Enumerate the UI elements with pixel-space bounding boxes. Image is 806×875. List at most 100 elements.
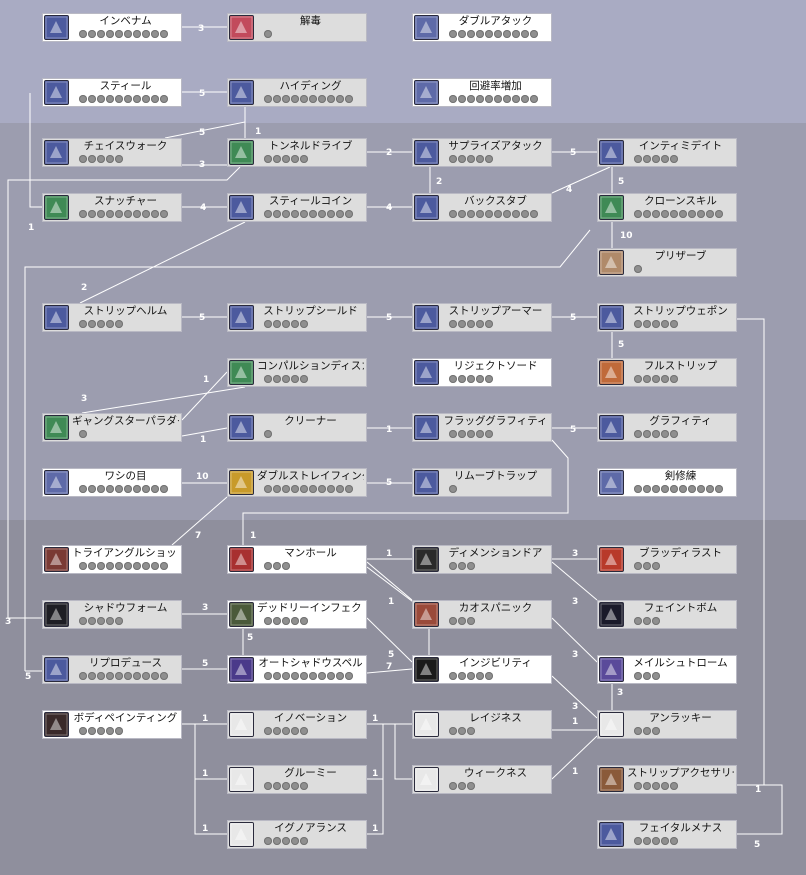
- level-dot[interactable]: [115, 155, 123, 163]
- level-dot[interactable]: [652, 320, 660, 328]
- level-dot[interactable]: [327, 210, 335, 218]
- level-dot[interactable]: [661, 837, 669, 845]
- level-dot[interactable]: [476, 320, 484, 328]
- level-dot[interactable]: [503, 30, 511, 38]
- level-dot[interactable]: [97, 617, 105, 625]
- level-dot[interactable]: [449, 155, 457, 163]
- level-dot[interactable]: [652, 485, 660, 493]
- level-dot[interactable]: [643, 727, 651, 735]
- level-dot[interactable]: [79, 430, 87, 438]
- level-dot[interactable]: [115, 485, 123, 493]
- level-dot[interactable]: [79, 95, 87, 103]
- level-dot[interactable]: [449, 320, 457, 328]
- level-dot[interactable]: [106, 672, 114, 680]
- level-dot[interactable]: [652, 430, 660, 438]
- level-dot[interactable]: [643, 562, 651, 570]
- skill-s49[interactable]: ストリップアクセサリー: [597, 765, 737, 794]
- level-dot[interactable]: [300, 672, 308, 680]
- level-dot[interactable]: [151, 562, 159, 570]
- level-dot[interactable]: [449, 210, 457, 218]
- level-dot[interactable]: [467, 95, 475, 103]
- level-dot[interactable]: [88, 155, 96, 163]
- skill-s33[interactable]: ディメンションドア: [412, 545, 552, 574]
- level-dot[interactable]: [530, 210, 538, 218]
- skill-s30[interactable]: 剣修練: [597, 468, 737, 497]
- level-dot[interactable]: [273, 375, 281, 383]
- level-dot[interactable]: [88, 562, 96, 570]
- skill-s31[interactable]: トライアングルショット: [42, 545, 182, 574]
- level-dot[interactable]: [97, 155, 105, 163]
- level-dot[interactable]: [652, 782, 660, 790]
- level-dot[interactable]: [530, 95, 538, 103]
- level-dot[interactable]: [79, 617, 87, 625]
- level-dot[interactable]: [88, 30, 96, 38]
- level-dot[interactable]: [476, 430, 484, 438]
- level-dot[interactable]: [485, 430, 493, 438]
- level-dot[interactable]: [476, 375, 484, 383]
- level-dot[interactable]: [160, 485, 168, 493]
- level-dot[interactable]: [634, 485, 642, 493]
- level-dot[interactable]: [124, 95, 132, 103]
- level-dot[interactable]: [97, 485, 105, 493]
- level-dot[interactable]: [97, 210, 105, 218]
- level-dot[interactable]: [291, 320, 299, 328]
- level-dot[interactable]: [106, 320, 114, 328]
- level-dot[interactable]: [88, 320, 96, 328]
- level-dot[interactable]: [494, 95, 502, 103]
- level-dot[interactable]: [300, 837, 308, 845]
- level-dot[interactable]: [106, 95, 114, 103]
- level-dot[interactable]: [503, 210, 511, 218]
- level-dot[interactable]: [327, 95, 335, 103]
- level-dot[interactable]: [264, 95, 272, 103]
- level-dot[interactable]: [282, 155, 290, 163]
- level-dot[interactable]: [133, 95, 141, 103]
- level-dot[interactable]: [88, 617, 96, 625]
- level-dot[interactable]: [264, 155, 272, 163]
- level-dot[interactable]: [634, 265, 642, 273]
- level-dot[interactable]: [512, 210, 520, 218]
- level-dot[interactable]: [264, 617, 272, 625]
- level-dot[interactable]: [643, 210, 651, 218]
- level-dot[interactable]: [142, 562, 150, 570]
- level-dot[interactable]: [661, 485, 669, 493]
- level-dot[interactable]: [124, 210, 132, 218]
- level-dot[interactable]: [679, 485, 687, 493]
- level-dot[interactable]: [79, 320, 87, 328]
- level-dot[interactable]: [79, 155, 87, 163]
- level-dot[interactable]: [634, 837, 642, 845]
- level-dot[interactable]: [458, 617, 466, 625]
- level-dot[interactable]: [273, 320, 281, 328]
- skill-s14[interactable]: クローンスキル: [597, 193, 737, 222]
- level-dot[interactable]: [88, 95, 96, 103]
- level-dot[interactable]: [79, 672, 87, 680]
- level-dot[interactable]: [458, 782, 466, 790]
- level-dot[interactable]: [652, 617, 660, 625]
- level-dot[interactable]: [512, 95, 520, 103]
- level-dot[interactable]: [634, 375, 642, 383]
- level-dot[interactable]: [467, 375, 475, 383]
- level-dot[interactable]: [494, 210, 502, 218]
- skill-s43[interactable]: ボディペインティング: [42, 710, 182, 739]
- level-dot[interactable]: [264, 320, 272, 328]
- level-dot[interactable]: [88, 210, 96, 218]
- level-dot[interactable]: [652, 155, 660, 163]
- level-dot[interactable]: [282, 837, 290, 845]
- skill-s41[interactable]: インジビリティ: [412, 655, 552, 684]
- level-dot[interactable]: [449, 375, 457, 383]
- level-dot[interactable]: [309, 210, 317, 218]
- skill-s47[interactable]: グルーミー: [227, 765, 367, 794]
- level-dot[interactable]: [291, 155, 299, 163]
- level-dot[interactable]: [476, 210, 484, 218]
- level-dot[interactable]: [97, 727, 105, 735]
- level-dot[interactable]: [643, 485, 651, 493]
- level-dot[interactable]: [449, 782, 457, 790]
- level-dot[interactable]: [697, 485, 705, 493]
- level-dot[interactable]: [661, 210, 669, 218]
- level-dot[interactable]: [661, 320, 669, 328]
- level-dot[interactable]: [282, 375, 290, 383]
- level-dot[interactable]: [634, 210, 642, 218]
- level-dot[interactable]: [282, 210, 290, 218]
- level-dot[interactable]: [449, 485, 457, 493]
- level-dot[interactable]: [476, 95, 484, 103]
- level-dot[interactable]: [282, 95, 290, 103]
